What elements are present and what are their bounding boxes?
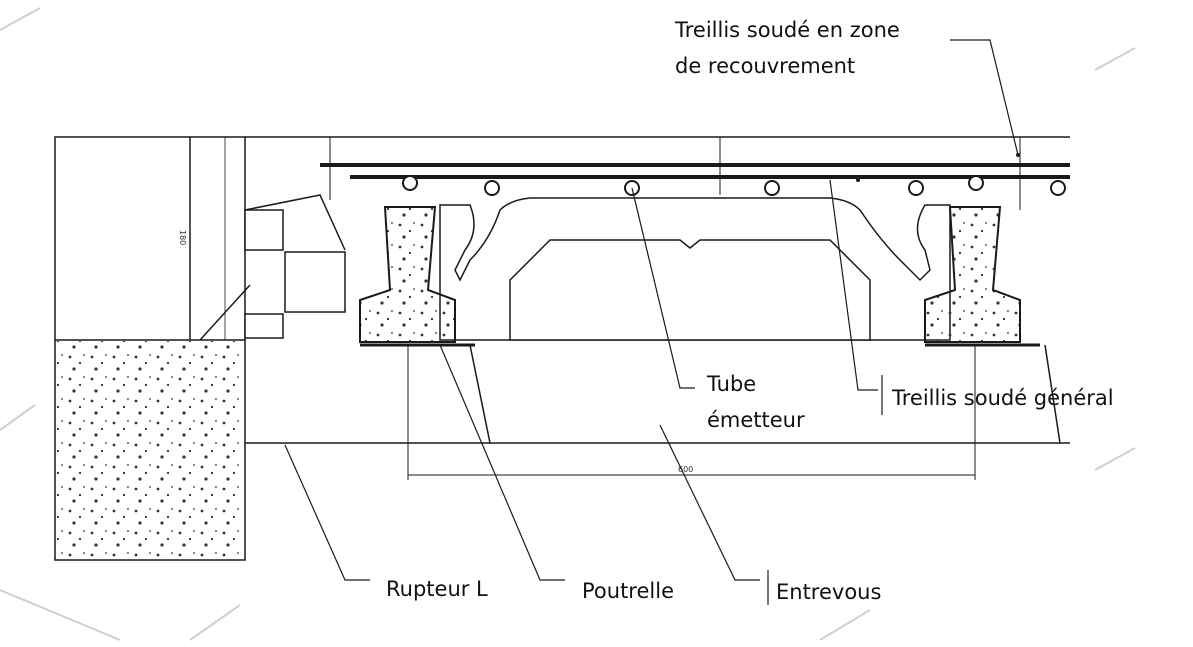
rebar-markers bbox=[402, 175, 1066, 196]
leader-dot bbox=[856, 178, 860, 182]
decorative-lines bbox=[0, 7, 1136, 641]
poutrelle-left bbox=[359, 206, 475, 347]
leader-lines bbox=[284, 39, 1019, 605]
entrevous-shape bbox=[439, 197, 1061, 444]
rupteur-shape bbox=[199, 194, 346, 341]
leader-dot bbox=[1016, 153, 1020, 157]
slab-outline bbox=[245, 136, 1070, 444]
label-tube-2: émetteur bbox=[707, 408, 805, 432]
label-treillis-general: Treillis soudé général bbox=[891, 386, 1114, 410]
span-dimension: 600 bbox=[678, 465, 693, 474]
label-entrevous: Entrevous bbox=[776, 580, 881, 604]
label-treillis-recouvrement-1: Treillis soudé en zone bbox=[674, 18, 900, 42]
poutrelle-right bbox=[924, 206, 1040, 347]
label-rupteur: Rupteur L bbox=[386, 577, 488, 601]
height-dimension: 180 bbox=[178, 230, 187, 245]
wall-block bbox=[54, 136, 246, 561]
label-poutrelle: Poutrelle bbox=[582, 579, 674, 603]
label-treillis-recouvrement-2: de recouvrement bbox=[675, 54, 855, 78]
label-tube-1: Tube bbox=[706, 372, 756, 396]
dimension-lines bbox=[407, 345, 976, 480]
